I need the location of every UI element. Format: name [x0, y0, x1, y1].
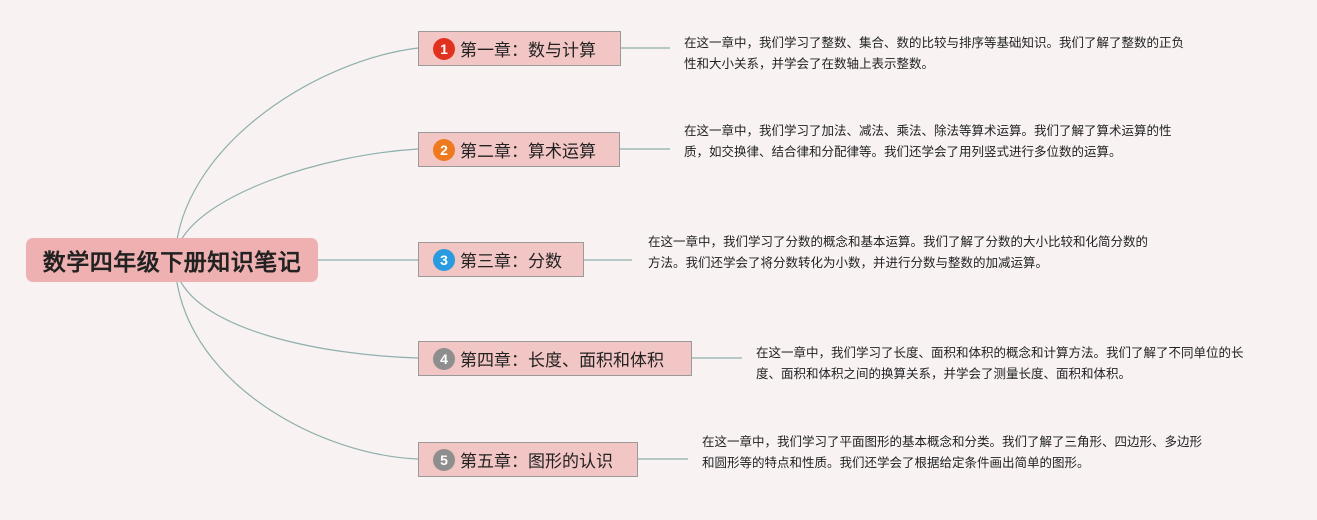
- chapter-node-4[interactable]: 4 第四章：长度、面积和体积: [418, 341, 692, 376]
- chapter-note-4: 在这一章中，我们学习了长度、面积和体积的概念和计算方法。我们了解了不同单位的长度…: [756, 345, 1244, 381]
- branch-line-2: [177, 148, 419, 247]
- number-3-icon: 3: [433, 248, 455, 271]
- chapter-node-5[interactable]: 5 第五章：图形的认识: [418, 442, 638, 477]
- chapter-title: 第五章：图形的认识: [460, 452, 613, 472]
- number-2-icon: 2: [433, 138, 455, 161]
- branch-line-5: [175, 275, 419, 460]
- chapter-node-2[interactable]: 2 第二章：算术运算: [418, 132, 620, 167]
- chapter-note-3: 在这一章中，我们学习了分数的概念和基本运算。我们了解了分数的大小比较和化简分数的…: [648, 234, 1149, 270]
- chapter-title: 第三章：分数: [460, 252, 562, 272]
- chapter-title: 第四章：长度、面积和体积: [460, 351, 664, 371]
- chapter-node-3[interactable]: 3 第三章：分数: [418, 242, 584, 277]
- chapter-note-2: 在这一章中，我们学习了加法、减法、乘法、除法等算术运算。我们了解了算术运算的性质…: [684, 123, 1172, 159]
- root-topic[interactable]: 数学四年级下册知识笔记: [26, 238, 318, 282]
- branch-line-4: [177, 275, 419, 359]
- number-1-icon: 1: [433, 37, 455, 60]
- root-title: 数学四年级下册知识笔记: [42, 250, 302, 276]
- chapter-note-5: 在这一章中，我们学习了平面图形的基本概念和分类。我们了解了三角形、四边形、多边形…: [702, 434, 1203, 470]
- number-4-icon: 4: [433, 347, 455, 370]
- chapter-note-1: 在这一章中，我们学习了整数、集合、数的比较与排序等基础知识。我们了解了整数的正负…: [684, 35, 1185, 71]
- chapter-title: 第一章：数与计算: [460, 41, 596, 61]
- chapter-node-1[interactable]: 1 第一章：数与计算: [418, 31, 621, 66]
- number-5-icon: 5: [433, 448, 455, 471]
- chapter-title: 第二章：算术运算: [460, 142, 596, 162]
- branch-line-1: [175, 47, 419, 247]
